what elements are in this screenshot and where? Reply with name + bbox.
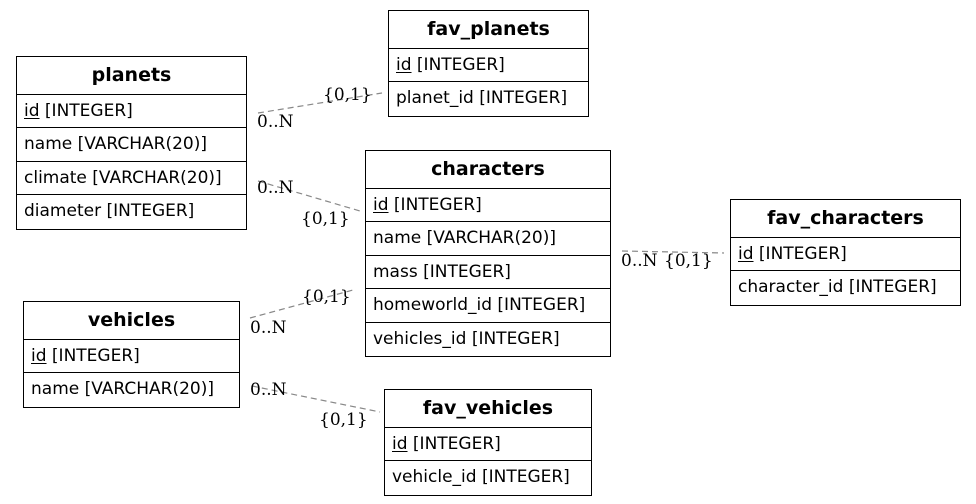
- table-field-pk: id [INTEGER]: [17, 95, 246, 129]
- label-fav-characters-cardinality: {0,1}: [664, 251, 713, 271]
- table-field: planet_id [INTEGER]: [396, 88, 568, 109]
- table-title: vehicles: [24, 302, 239, 340]
- table-field-pk: id [INTEGER]: [385, 428, 591, 462]
- edge-planets-fav-planets: [257, 92, 383, 114]
- primary-key-name: id: [24, 101, 40, 121]
- table-title: fav_characters: [731, 200, 960, 238]
- table-field-pk: id [INTEGER]: [389, 49, 588, 83]
- primary-key-name: id: [392, 434, 408, 454]
- primary-key-name: id: [738, 244, 754, 264]
- table-field-pk: id [INTEGER]: [731, 238, 960, 272]
- table-characters[interactable]: characters id [INTEGER] name [VARCHAR(20…: [365, 150, 611, 357]
- primary-key-name: id: [396, 55, 412, 75]
- label-characters-vehicles-cardinality: {0,1}: [302, 287, 351, 307]
- primary-key-type: [INTEGER]: [44, 101, 133, 121]
- table-title: planets: [17, 57, 246, 95]
- table-field: homeworld_id [INTEGER]: [366, 289, 610, 323]
- primary-key-type: [INTEGER]: [412, 434, 501, 454]
- table-title: fav_vehicles: [385, 390, 591, 428]
- primary-key-type: [INTEGER]: [758, 244, 847, 264]
- table-field: vehicles_id [INTEGER]: [373, 328, 560, 349]
- label-characters-fav-cardinality: 0..N: [621, 251, 658, 271]
- table-field: vehicle_id [INTEGER]: [392, 467, 570, 488]
- label-vehicles-characters-cardinality: 0..N: [250, 318, 287, 338]
- table-planets[interactable]: planets id [INTEGER] name [VARCHAR(20)] …: [16, 56, 247, 230]
- table-field: diameter [INTEGER]: [24, 201, 195, 222]
- table-field: name [VARCHAR(20)]: [17, 128, 246, 162]
- table-field: mass [INTEGER]: [366, 256, 610, 290]
- table-fav-characters[interactable]: fav_characters id [INTEGER] character_id…: [730, 199, 961, 306]
- table-fav-planets[interactable]: fav_planets id [INTEGER] planet_id [INTE…: [388, 10, 589, 117]
- table-field: name [VARCHAR(20)]: [31, 379, 215, 400]
- primary-key-name: id: [31, 346, 47, 366]
- label-characters-planets-cardinality: {0,1}: [301, 209, 350, 229]
- table-fav-vehicles[interactable]: fav_vehicles id [INTEGER] vehicle_id [IN…: [384, 389, 592, 496]
- primary-key-name: id: [373, 195, 389, 215]
- edge-planets-characters: [257, 180, 361, 212]
- edge-characters-fav-characters: [621, 250, 725, 254]
- primary-key-type: [INTEGER]: [51, 346, 140, 366]
- table-field: climate [VARCHAR(20)]: [17, 162, 246, 196]
- table-field-pk: id [INTEGER]: [366, 189, 610, 223]
- edge-vehicles-characters: [249, 289, 354, 319]
- label-planets-characters-cardinality: 0..N: [257, 178, 294, 198]
- primary-key-type: [INTEGER]: [393, 195, 482, 215]
- label-fav-planets-cardinality: {0,1}: [323, 85, 372, 105]
- table-field-pk: id [INTEGER]: [24, 340, 239, 374]
- table-vehicles[interactable]: vehicles id [INTEGER] name [VARCHAR(20)]: [23, 301, 240, 408]
- table-field: name [VARCHAR(20)]: [366, 222, 610, 256]
- label-vehicles-fav-cardinality: 0..N: [250, 380, 287, 400]
- edge-vehicles-fav-vehicles: [251, 385, 381, 413]
- label-planets-fav-cardinality: 0..N: [257, 112, 294, 132]
- label-fav-vehicles-cardinality: {0,1}: [319, 410, 368, 430]
- primary-key-type: [INTEGER]: [416, 55, 505, 75]
- table-title: fav_planets: [389, 11, 588, 49]
- table-field: character_id [INTEGER]: [738, 277, 937, 298]
- table-title: characters: [366, 151, 610, 189]
